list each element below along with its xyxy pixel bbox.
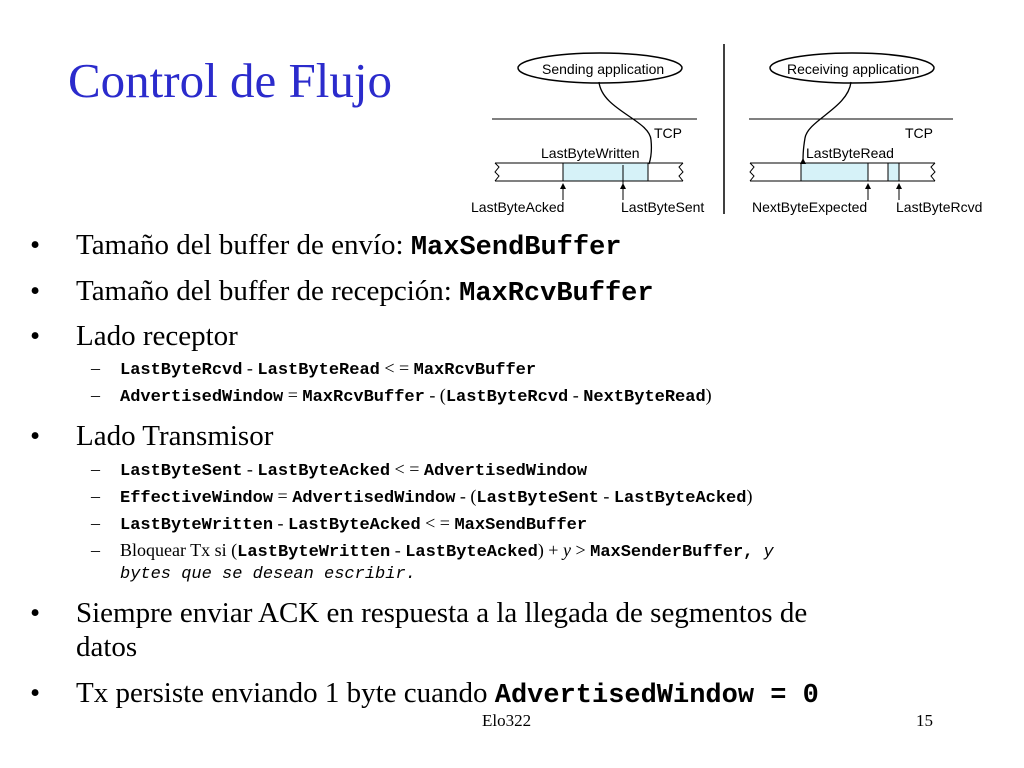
- last-byte-rcvd-label: LastByteRcvd: [896, 199, 982, 215]
- sender-tcp-label: TCP: [654, 125, 682, 141]
- receiver-buffer-fill-1: [801, 163, 868, 181]
- footer-course: Elo322: [482, 711, 532, 730]
- last-byte-written-label: LastByteWritten: [541, 145, 640, 161]
- last-byte-acked-label: LastByteAcked: [471, 199, 564, 215]
- sending-app-ellipse: [517, 52, 683, 84]
- bullet-ack-cont: datos: [76, 631, 138, 663]
- sub-bullet-tx-4: –Bloquear Tx si (LastByteWritten - LastB…: [91, 540, 774, 562]
- receiving-app-label: Receiving application: [787, 61, 919, 77]
- receiving-app-ellipse: [769, 52, 935, 84]
- bullet-ack: •Siempre enviar ACK en respuesta a la ll…: [30, 597, 808, 629]
- sender-buffer-fill: [563, 163, 648, 181]
- next-byte-expected-label: NextByteExpected: [752, 199, 867, 215]
- receiver-side: Receiving application TCP LastByteRead N…: [749, 52, 982, 215]
- sub-bullet-rcv-2: –AdvertisedWindow = MaxRcvBuffer - (Last…: [91, 385, 712, 407]
- footer-page-number: 15: [916, 711, 933, 730]
- read-arrowhead: [800, 158, 806, 164]
- sender-curve: [598, 81, 653, 165]
- expected-arrowhead: [865, 183, 871, 189]
- bullet-rcv-buffer: •Tamaño del buffer de recepción: MaxRcvB…: [30, 275, 654, 309]
- receiver-buffer-left-zigzag: [749, 162, 755, 182]
- rcvd-arrowhead: [896, 183, 902, 189]
- sub-bullet-tx-3: –LastByteWritten - LastByteAcked < = Max…: [91, 513, 588, 535]
- sub-bullet-rcv-1: –LastByteRcvd - LastByteRead < = MaxRcvB…: [91, 358, 537, 380]
- sender-side: Sending application TCP LastByteWritten …: [471, 52, 704, 215]
- receiver-buffer-fill-2: [888, 163, 899, 181]
- bullet-persist: •Tx persiste enviando 1 byte cuando Adve…: [30, 677, 819, 711]
- bullet-sender-side: •Lado Transmisor: [30, 420, 274, 452]
- sub-bullet-tx-1: –LastByteSent - LastByteAcked < = Advert…: [91, 459, 588, 481]
- acked-arrowhead: [560, 183, 566, 189]
- sender-buffer-right-zigzag: [678, 162, 684, 182]
- sending-app-label: Sending application: [542, 61, 664, 77]
- last-byte-read-label: LastByteRead: [806, 145, 894, 161]
- last-byte-sent-label: LastByteSent: [621, 199, 704, 215]
- receiver-tcp-label: TCP: [905, 125, 933, 141]
- bullet-send-buffer: •Tamaño del buffer de envío: MaxSendBuff…: [30, 229, 622, 263]
- sub-bullet-tx-4-cont: bytes que se desean escribir.: [120, 565, 416, 584]
- receiver-curve: [802, 81, 852, 165]
- sub-bullet-tx-2: –EffectiveWindow = AdvertisedWindow - (L…: [91, 486, 753, 508]
- bullet-receiver-side: •Lado receptor: [30, 320, 238, 352]
- flow-control-diagram: Sending application TCP LastByteWritten …: [471, 44, 982, 215]
- sent-arrowhead: [620, 183, 626, 189]
- sender-buffer-left-zigzag: [494, 162, 500, 182]
- receiver-buffer-right-zigzag: [930, 162, 936, 182]
- slide-title: Control de Flujo: [68, 53, 392, 108]
